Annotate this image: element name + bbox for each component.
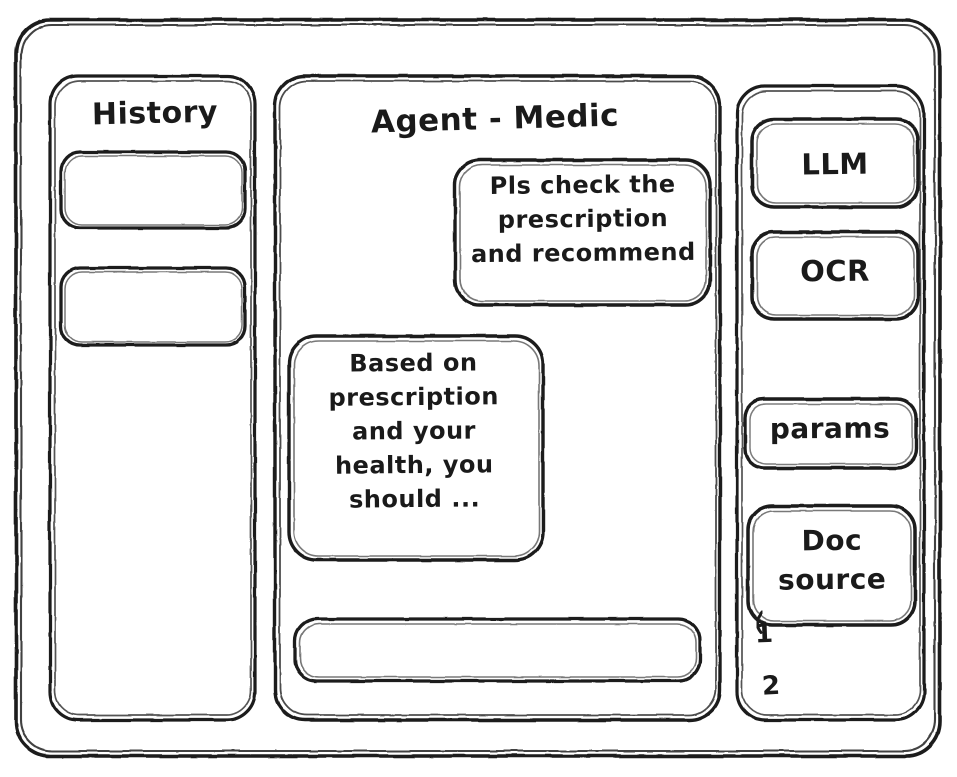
doc-source-marker-2: 2 [761,670,782,702]
history-item-1[interactable] [61,152,245,228]
llm-chip[interactable] [752,119,918,207]
ocr-chip[interactable] [752,232,918,319]
history-item-2[interactable] [61,268,245,345]
user-message-bubble [455,160,710,305]
assistant-message-bubble [289,336,543,560]
history-panel-title: History [91,94,219,133]
composer-input[interactable] [295,619,700,681]
params-chip[interactable] [745,399,916,468]
page-title: Agent - Medic [370,97,620,141]
doc-source-card[interactable] [748,506,915,625]
